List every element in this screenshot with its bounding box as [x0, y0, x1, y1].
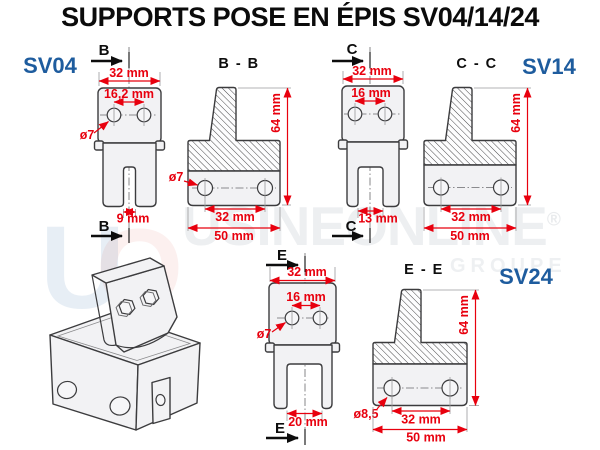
svg-text:B: B: [99, 42, 110, 59]
page-title: SUPPORTS POSE EN ÉPIS SV04/14/24: [61, 2, 539, 32]
cc-section-label: C - C: [456, 56, 497, 72]
iso-slot-hole: [155, 393, 166, 407]
view-section-bb: B - B 64 mm ø7 32 mm: [169, 56, 292, 243]
view-sv24-front: E 32 mm 16 mm ø7: [257, 247, 341, 445]
cc-dim-height: 64 mm: [474, 87, 532, 206]
svg-text:32 mm: 32 mm: [401, 413, 441, 427]
sv14-dim-width: 32 mm: [342, 64, 404, 84]
svg-text:ø8,5: ø8,5: [353, 407, 378, 421]
cc-dim-width: 50 mm: [423, 207, 517, 243]
view-section-ee: E - E SV24 64 mm ø8,5 3: [353, 262, 553, 445]
cc-base-plate: [423, 164, 517, 207]
sv04-dim-slot: 9 mm: [117, 208, 150, 226]
svg-text:50 mm: 50 mm: [406, 431, 446, 445]
ee-dim-hole-diameter: ø8,5: [353, 397, 388, 421]
svg-text:C: C: [347, 41, 358, 58]
iso-plate-base-fillet: [115, 332, 169, 349]
svg-text:64 mm: 64 mm: [509, 93, 523, 133]
sv24-section-cut-top: E: [266, 247, 306, 272]
bb-base-plate: [187, 170, 281, 207]
view-section-cc: C - C SV14 64 mm 32 mm: [423, 54, 577, 243]
svg-text:32 mm: 32 mm: [109, 66, 149, 80]
sv14-section-cut-top: C: [332, 41, 371, 68]
svg-text:13 mm: 13 mm: [358, 212, 398, 226]
svg-text:E: E: [277, 247, 287, 264]
sv14-dim-slot: 13 mm: [357, 207, 398, 226]
cc-dim-hole-spacing: 32 mm: [440, 196, 502, 224]
sv04-section-cut-bottom: B: [91, 218, 130, 243]
iso-base-top-inner-contour: [56, 317, 192, 361]
cc-hatched-section: [423, 86, 517, 166]
svg-text:9 mm: 9 mm: [117, 212, 150, 226]
svg-text:B: B: [99, 218, 110, 235]
svg-text:ø7: ø7: [80, 128, 95, 142]
sv14-body-with-slot: [346, 141, 400, 208]
svg-text:32 mm: 32 mm: [215, 210, 255, 224]
svg-text:C: C: [346, 218, 357, 235]
sv04-side-tab-left: [93, 140, 105, 151]
registered-mark: ®: [546, 209, 561, 231]
iso-hex-hole-right: [139, 288, 160, 308]
ee-dim-width: 50 mm: [372, 407, 468, 445]
sv24-section-cut-bottom: E: [266, 420, 306, 445]
svg-text:50 mm: 50 mm: [214, 229, 254, 243]
watermark-groupe: GROUPE: [450, 255, 567, 277]
iso-plate-left-edge: [91, 274, 117, 347]
sv04-dim-hole-diameter: ø7: [80, 121, 109, 142]
view-sv14-front: C 32 mm 16 mm: [332, 41, 409, 243]
sv14-model-label: SV14: [522, 54, 577, 79]
sv24-body-with-slot: [273, 344, 333, 410]
sv14-side-tab-right: [397, 139, 409, 150]
svg-text:64 mm: 64 mm: [457, 295, 471, 335]
sv04-side-tab-right: [154, 140, 166, 151]
sv04-dim-width: 32 mm: [98, 66, 161, 86]
iso-plate-top-face: [91, 257, 165, 284]
bb-dim-width: 50 mm: [187, 207, 281, 243]
bb-hatched-section: [187, 86, 281, 172]
bb-dim-hole-diameter: ø7: [169, 170, 198, 187]
sv24-dim-hole-spacing: 16 mm: [286, 290, 326, 310]
svg-text:32 mm: 32 mm: [287, 265, 327, 279]
sv04-section-cut-top: B: [91, 42, 130, 68]
iso-front-hole-right: [109, 396, 131, 416]
view-3d-isometric: [49, 257, 201, 431]
svg-text:ø7: ø7: [169, 170, 184, 184]
iso-front-hole-left: [56, 380, 78, 400]
sv04-body-with-slot: [102, 142, 157, 208]
ee-hatched-section: [372, 288, 468, 365]
sv04-dim-hole-spacing: 16,2 mm: [104, 87, 154, 106]
bb-section-label: B - B: [218, 56, 259, 72]
svg-text:32 mm: 32 mm: [451, 210, 491, 224]
svg-text:16 mm: 16 mm: [286, 290, 326, 304]
sv24-dim-slot: 20 mm: [286, 409, 328, 429]
view-sv04-front: SV04 B 32 mm 16,2: [23, 42, 166, 243]
bb-dim-height: 64 mm: [238, 87, 292, 206]
ee-dim-height: 64 mm: [423, 289, 480, 406]
sv14-section-cut-bottom: C: [332, 218, 371, 243]
svg-text:ø7: ø7: [257, 327, 272, 341]
svg-text:E: E: [275, 420, 285, 437]
sv24-side-tab-left: [264, 342, 276, 353]
sv14-side-tab-left: [337, 139, 349, 150]
svg-text:16,2 mm: 16,2 mm: [104, 87, 154, 101]
sv24-dim-hole-diameter: ø7: [257, 322, 286, 341]
sv24-model-label: SV24: [499, 264, 554, 289]
svg-text:50 mm: 50 mm: [450, 229, 490, 243]
iso-hex-hole-left: [115, 298, 136, 318]
sv04-model-label: SV04: [23, 53, 78, 78]
svg-text:20 mm: 20 mm: [288, 415, 328, 429]
ee-section-label: E - E: [404, 262, 444, 278]
sv14-dim-hole-spacing: 16 mm: [351, 86, 391, 105]
bb-dim-hole-spacing: 32 mm: [204, 196, 266, 224]
svg-text:16 mm: 16 mm: [351, 86, 391, 100]
svg-text:64 mm: 64 mm: [269, 93, 283, 133]
sv24-dim-width: 32 mm: [269, 265, 336, 285]
svg-text:32 mm: 32 mm: [352, 64, 392, 78]
ee-dim-hole-spacing: 32 mm: [391, 397, 451, 427]
